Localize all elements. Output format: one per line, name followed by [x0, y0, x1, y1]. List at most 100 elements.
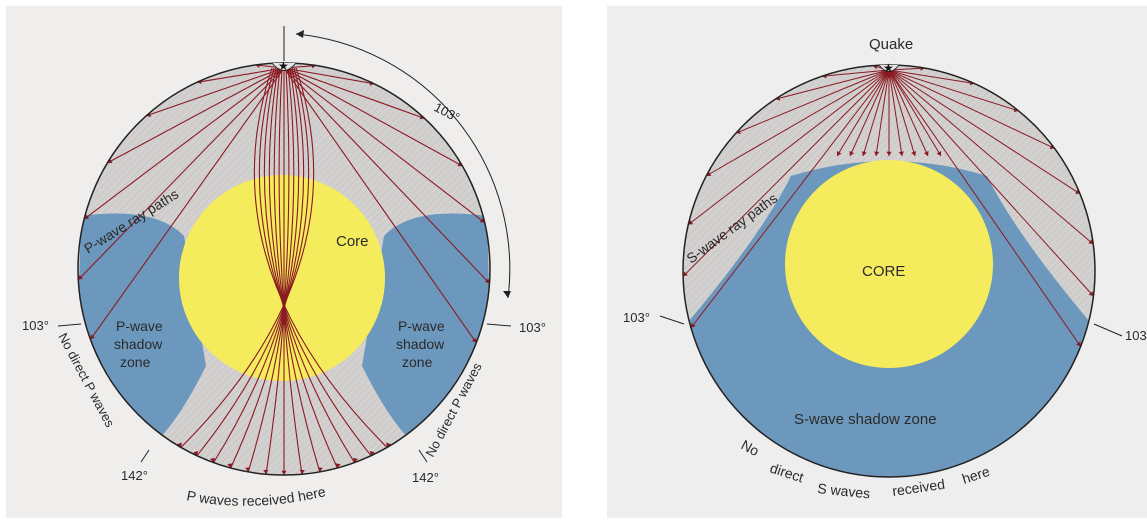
shadow-zone-label: S-wave shadow zone	[794, 411, 937, 428]
s-ray-core-arrowhead	[861, 151, 867, 156]
s-ray-to-core	[875, 69, 890, 157]
s-ray-to-core	[849, 69, 890, 157]
p-ray	[283, 67, 486, 224]
s-ray	[690, 69, 890, 329]
p-ray	[283, 67, 477, 344]
left-103-tick	[57, 323, 82, 327]
received-label: P waves received here	[185, 483, 327, 509]
s-ray-to-core	[888, 69, 916, 157]
p-core-ray-arrowhead	[210, 457, 216, 463]
p-core-ray	[278, 67, 303, 475]
s-wave-panel: ★ Quake S-wave ray paths CORE 103° 103 S…	[607, 6, 1147, 518]
quake-star-icon: ★	[883, 61, 894, 75]
right-shadow-line-1: P-wave	[398, 318, 445, 334]
p-core-ray-arrowhead	[227, 463, 233, 468]
p-ray-arrowhead	[484, 278, 490, 284]
right-shadow-line-3: zone	[402, 354, 433, 370]
s-ray-core-arrowhead	[874, 151, 880, 156]
p-core-ray	[213, 67, 305, 463]
p-core-ray-arrowhead	[193, 450, 199, 456]
p-wave-ray-paths	[78, 63, 490, 344]
s-ray-to-core	[862, 69, 890, 157]
angle-142-left-label: 142°	[121, 468, 148, 483]
s-ray-to-core	[888, 69, 942, 157]
p-core-ray	[265, 67, 290, 475]
p-core-ray	[196, 67, 310, 457]
p-ray	[145, 67, 285, 117]
core-label: CORE	[862, 263, 905, 280]
s-ray-core-arrowhead	[936, 151, 941, 156]
p-core-ray-arrowhead	[263, 469, 269, 475]
s-ray-core-arrowhead	[898, 151, 904, 156]
core-label: Core	[336, 233, 369, 250]
s-ray	[888, 69, 1094, 245]
core-circle	[785, 160, 993, 368]
right-103-label: 103°	[519, 320, 546, 335]
p-ray	[107, 67, 285, 164]
s-ray	[821, 69, 890, 77]
s-wave-diagram: ★ Quake S-wave ray paths CORE 103° 103 S…	[623, 36, 1147, 502]
s-ray	[687, 69, 890, 226]
s-ray	[888, 69, 1081, 195]
p-core-ray	[258, 67, 372, 457]
p-ray-arrowhead	[84, 214, 90, 220]
s-ray-arrowhead	[688, 220, 694, 225]
s-ray-core-arrowhead	[911, 151, 917, 156]
angle-142-right-label: 142°	[412, 470, 439, 485]
bottom-word-4: received	[891, 476, 946, 499]
p-wave-panel: ★ 103° P-wave ray paths Core P-wave shad…	[6, 6, 562, 518]
received-label-path: P waves received here	[185, 483, 327, 509]
p-core-ray-arrowhead	[245, 467, 251, 472]
p-ray	[83, 67, 285, 220]
left-103-label: 103°	[22, 318, 49, 333]
p-core-ray	[253, 67, 388, 448]
arc-arrow-top	[296, 30, 304, 38]
p-ray-arrowhead	[78, 274, 84, 280]
s-ray-to-core	[888, 69, 903, 157]
bottom-word-2: direct	[768, 460, 806, 486]
left-142-tick	[140, 449, 150, 463]
p-ray-arrowhead	[90, 334, 96, 340]
p-ray	[89, 67, 285, 340]
p-ray-arrowhead	[479, 218, 485, 223]
left-shadow-line-1: P-wave	[116, 318, 163, 334]
arc-arrow-bottom	[503, 291, 511, 298]
bottom-word-1: No	[739, 437, 763, 460]
right-103-tick	[1093, 323, 1123, 337]
s-ray-arrowhead	[1076, 341, 1081, 347]
p-core-ray	[263, 67, 355, 463]
s-ray	[888, 69, 975, 85]
p-wave-diagram: ★ 103° P-wave ray paths Core P-wave shad…	[22, 26, 546, 509]
s-ray-to-core	[888, 69, 929, 157]
s-ray	[683, 69, 890, 277]
p-core-ray	[247, 67, 295, 473]
p-core-ray	[180, 67, 315, 448]
s-ray	[706, 69, 890, 177]
left-shadow-zone	[78, 213, 206, 446]
p-ray	[196, 67, 285, 83]
p-core-ray-arrowhead	[317, 467, 323, 472]
angle-arc	[295, 33, 511, 299]
s-ray	[775, 69, 890, 100]
left-shadow-line-3: zone	[120, 354, 151, 370]
p-ray	[283, 67, 375, 85]
right-shadow-zone	[362, 213, 490, 446]
p-core-ray-arrowhead	[386, 442, 391, 448]
quake-crater	[878, 64, 900, 72]
s-ray-core-arrowhead	[886, 151, 892, 156]
p-core-ray	[268, 67, 338, 469]
right-103-tick	[486, 323, 512, 327]
s-wave-ray-paths	[683, 65, 1094, 347]
p-ray	[283, 67, 463, 167]
s-ray-arrowhead	[683, 271, 688, 277]
p-core-ray	[230, 67, 300, 469]
p-core-ray-arrowhead	[177, 442, 182, 448]
s-ray-arrowhead	[1088, 239, 1094, 245]
p-core-ray-arrowhead	[299, 469, 305, 475]
s-ray-region	[683, 66, 1095, 328]
quake-star-icon: ★	[278, 59, 289, 73]
left-103-tick	[659, 315, 685, 325]
p-core-ray-arrowhead	[335, 463, 341, 468]
p-core-ray-arrowhead	[352, 457, 358, 463]
quake-crater	[271, 62, 297, 71]
